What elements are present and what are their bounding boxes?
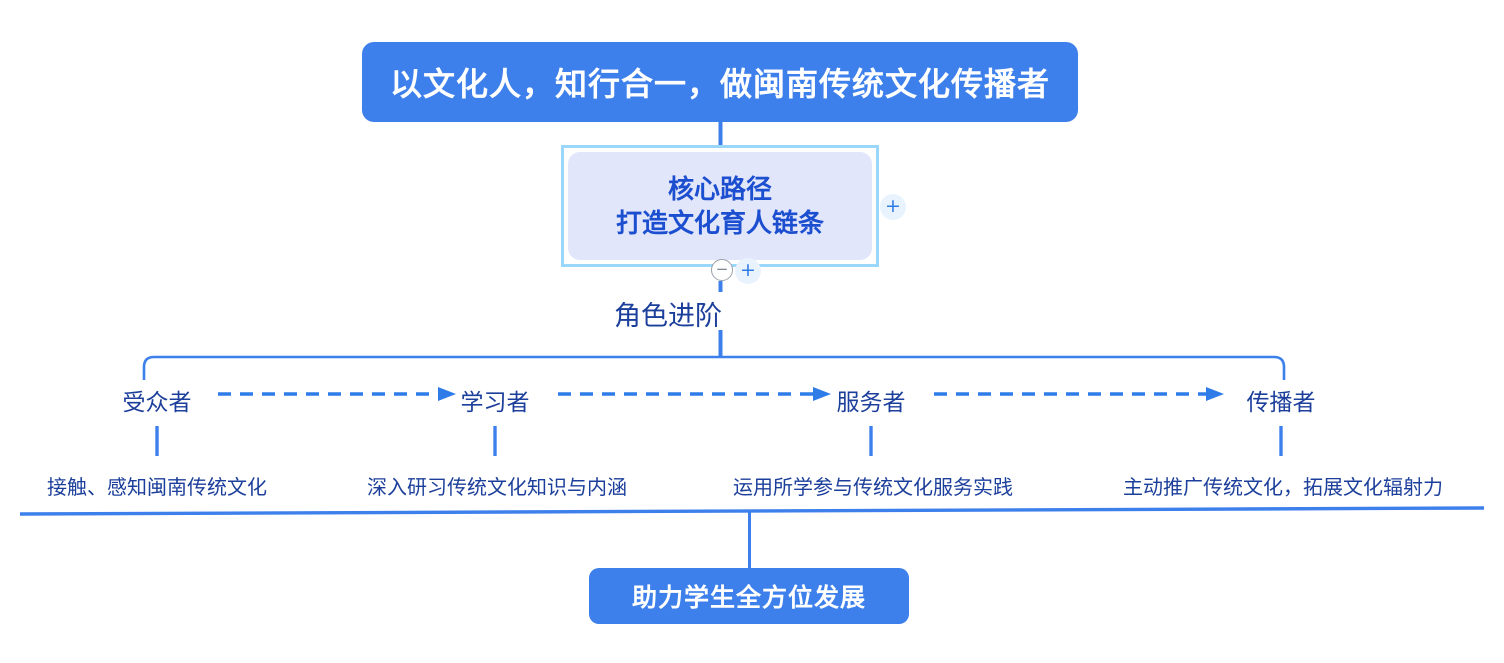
branch-label-role-progression[interactable]: 角色进阶 <box>614 301 722 331</box>
add-child-plus-icon[interactable]: + <box>735 258 761 284</box>
role-description-audience[interactable]: 接触、感知闽南传统文化 <box>47 477 267 499</box>
role-node-audience[interactable]: 受众者 <box>122 389 192 415</box>
role-node-learner[interactable]: 学习者 <box>460 389 530 415</box>
bracket-roles <box>142 355 1286 380</box>
role-description-spreader[interactable]: 主动推广传统文化，拓展文化辐射力 <box>1123 477 1443 499</box>
outcome-node[interactable]: 助力学生全方位发展 <box>589 568 909 624</box>
baseline-summary <box>19 506 1485 516</box>
role-description-stubs <box>155 426 1283 456</box>
core-path-node-wrapper: 核心路径 打造文化育人链条 <box>561 145 879 267</box>
role-node-spreader[interactable]: 传播者 <box>1246 389 1316 415</box>
role-node-server[interactable]: 服务者 <box>836 389 906 415</box>
core-path-node-line2: 打造文化育人链条 <box>615 208 824 238</box>
add-sibling-plus-icon[interactable]: + <box>880 194 906 220</box>
role-description-learner[interactable]: 深入研习传统文化知识与内涵 <box>367 477 627 499</box>
collapse-minus-icon[interactable]: − <box>711 259 733 281</box>
root-node[interactable]: 以文化人，知行合一，做闽南传统文化传播者 <box>362 42 1078 122</box>
role-progression-arrows <box>218 387 1224 401</box>
role-description-server[interactable]: 运用所学参与传统文化服务实践 <box>733 477 1013 499</box>
core-path-node-line1: 核心路径 <box>667 173 772 204</box>
core-path-node[interactable]: 核心路径 打造文化育人链条 <box>568 152 872 260</box>
